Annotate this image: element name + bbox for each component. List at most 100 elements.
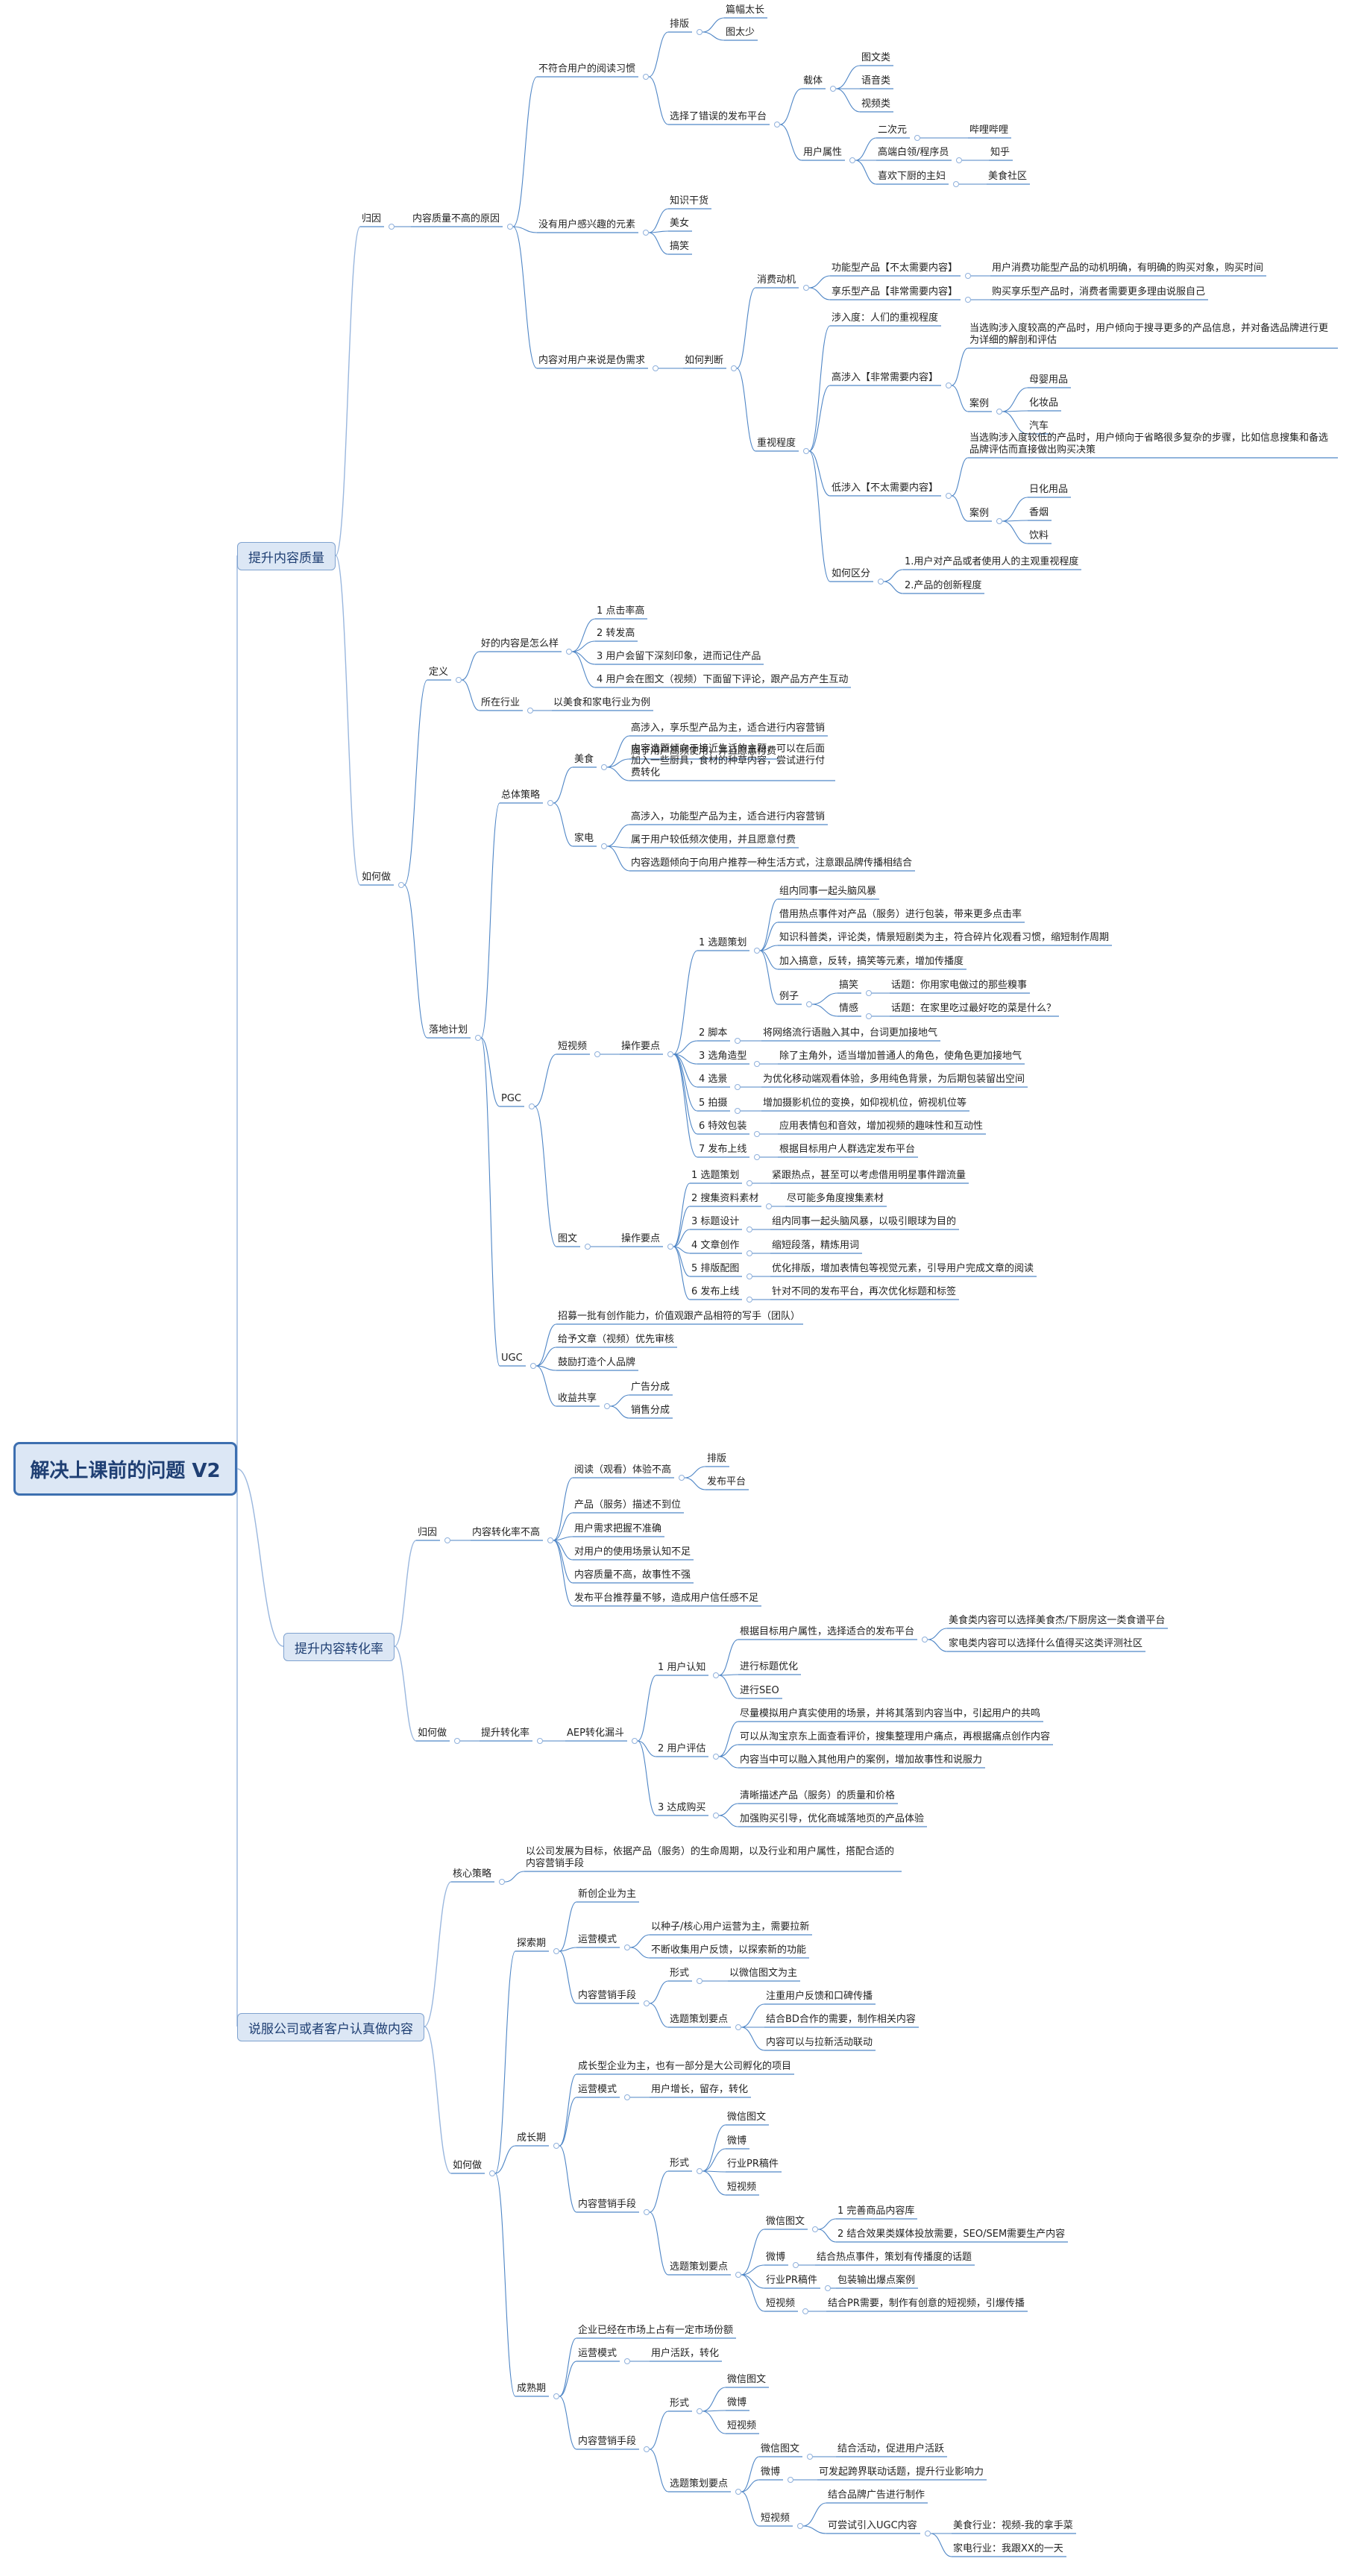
topic-node-level-5[interactable]: 招募一批有创作能力，价值观跟产品相符的写手（团队） xyxy=(558,1311,801,1322)
collapse-toggle-icon[interactable] xyxy=(601,843,607,849)
topic-node-leaf[interactable]: 优化排版，增加表情包等视觉元素，引导用户完成文章的阅读 xyxy=(772,1263,1034,1274)
topic-node-leaf[interactable]: 高涉入【非常需要内容】 xyxy=(832,372,939,383)
topic-node-level-6[interactable]: 结合BD合作的需要，制作相关内容 xyxy=(766,2014,916,2025)
collapse-toggle-icon[interactable] xyxy=(735,1038,741,1044)
topic-node-leaf[interactable]: 低涉入【不太需要内容】 xyxy=(832,482,939,494)
topic-node-level-6[interactable]: 消费动机 xyxy=(757,274,796,286)
collapse-toggle-icon[interactable] xyxy=(697,1978,702,1984)
topic-node-level-6[interactable]: 根据目标用户属性，选择适合的发布平台 xyxy=(740,1626,915,1637)
topic-node-level-2[interactable]: 如何做 xyxy=(418,1728,447,1739)
collapse-toggle-icon[interactable] xyxy=(946,382,952,388)
topic-node-leaf[interactable]: 情感 xyxy=(839,1003,859,1014)
topic-node-leaf[interactable]: 1 选题策划 xyxy=(699,937,747,948)
collapse-toggle-icon[interactable] xyxy=(444,1537,450,1543)
collapse-toggle-icon[interactable] xyxy=(825,2285,831,2291)
collapse-toggle-icon[interactable] xyxy=(754,1061,760,1067)
topic-node-level-4[interactable]: PGC xyxy=(501,1093,521,1104)
collapse-toggle-icon[interactable] xyxy=(807,2454,813,2460)
collapse-toggle-icon[interactable] xyxy=(803,448,809,454)
topic-node-level-3[interactable]: 以公司发展为目标，依据产品（服务）的生命周期，以及行业和用户属性，搭配合适的内容… xyxy=(526,1846,895,1869)
topic-node-leaf[interactable]: 美食类内容可以选择美食杰/下厨房这一类食谱平台 xyxy=(949,1615,1166,1626)
topic-node-leaf[interactable]: 6 发布上线 xyxy=(691,1286,740,1297)
collapse-toggle-icon[interactable] xyxy=(830,86,836,92)
topic-node-level-5[interactable]: 选题策划要点 xyxy=(670,2261,729,2273)
topic-node-leaf[interactable]: 图文类 xyxy=(861,52,891,63)
collapse-toggle-icon[interactable] xyxy=(713,1754,719,1760)
topic-node-leaf[interactable]: 日化用品 xyxy=(1029,484,1069,495)
collapse-toggle-icon[interactable] xyxy=(754,948,760,954)
topic-node-leaf[interactable]: 可尝试引入UGC内容 xyxy=(828,2520,917,2531)
topic-node-leaf[interactable]: 购买享乐型产品时，消费者需要更多理由说服自己 xyxy=(992,286,1206,297)
topic-node-level-6[interactable]: 微信图文 xyxy=(727,2111,767,2123)
topic-node-leaf[interactable]: 可发起跨界联动话题，提升行业影响力 xyxy=(819,2466,984,2478)
main-branch-topic[interactable]: 提升内容质量 xyxy=(237,542,336,570)
collapse-toggle-icon[interactable] xyxy=(774,122,780,127)
topic-node-level-5[interactable]: 美女 xyxy=(670,218,690,229)
collapse-toggle-icon[interactable] xyxy=(653,365,659,371)
topic-node-level-5[interactable]: 鼓励打造个人品牌 xyxy=(558,1357,636,1368)
collapse-toggle-icon[interactable] xyxy=(812,2226,818,2232)
topic-node-level-5[interactable]: 选题策划要点 xyxy=(670,2014,729,2025)
collapse-toggle-icon[interactable] xyxy=(803,285,809,291)
topic-node-level-5[interactable]: 短视频 xyxy=(558,1041,588,1052)
topic-node-leaf[interactable]: 功能型产品【不太需要内容】 xyxy=(832,262,958,274)
topic-node-level-5[interactable]: 以种子/核心用户运营为主，需要拉新 xyxy=(651,1921,810,1933)
collapse-toggle-icon[interactable] xyxy=(746,1273,752,1279)
topic-node-leaf[interactable]: 哔哩哔哩 xyxy=(969,125,1009,136)
collapse-toggle-icon[interactable] xyxy=(566,649,572,655)
topic-node-level-6[interactable]: 属于用户高频使用，并且愿意付费 xyxy=(631,746,777,757)
topic-node-level-5[interactable]: 用户活跃，转化 xyxy=(651,2348,720,2359)
topic-node-level-5[interactable]: 3 用户会留下深刻印象，进而记住产品 xyxy=(597,651,761,662)
collapse-toggle-icon[interactable] xyxy=(922,1637,928,1643)
collapse-toggle-icon[interactable] xyxy=(529,1103,535,1109)
topic-node-leaf[interactable]: 5 排版配图 xyxy=(691,1263,740,1274)
topic-node-level-4[interactable]: 成长型企业为主，也有一部分是大公司孵化的项目 xyxy=(578,2061,792,2072)
topic-node-leaf[interactable]: 增加摄影机位的变换，如仰视机位，俯视机位等 xyxy=(763,1098,967,1109)
topic-node-leaf[interactable]: 例子 xyxy=(779,991,799,1002)
topic-node-level-5[interactable]: 排版 xyxy=(670,19,690,30)
collapse-toggle-icon[interactable] xyxy=(754,1154,760,1160)
topic-node-leaf[interactable]: 化妆品 xyxy=(1029,397,1059,409)
topic-node-leaf[interactable]: 3 标题设计 xyxy=(691,1216,740,1227)
topic-node-level-5[interactable]: 选择了错误的发布平台 xyxy=(670,111,767,122)
collapse-toggle-icon[interactable] xyxy=(746,1250,752,1256)
topic-node-level-6[interactable]: 短视频 xyxy=(766,2298,796,2309)
topic-node-level-6[interactable]: 用户属性 xyxy=(803,147,843,158)
collapse-toggle-icon[interactable] xyxy=(866,1013,872,1019)
topic-node-leaf[interactable]: 案例 xyxy=(969,508,990,519)
collapse-toggle-icon[interactable] xyxy=(632,1738,638,1744)
topic-node-level-6[interactable]: 操作要点 xyxy=(621,1041,661,1052)
collapse-toggle-icon[interactable] xyxy=(735,2272,741,2278)
topic-node-leaf[interactable]: 加入搞意，反转，搞笑等元素，增加传播度 xyxy=(779,956,964,967)
topic-node-leaf[interactable]: 组内同事一起头脑风暴 xyxy=(779,886,877,897)
topic-node-level-6[interactable]: 微博 xyxy=(727,2397,747,2408)
topic-node-level-6[interactable]: 进行标题优化 xyxy=(740,1661,799,1672)
topic-node-leaf[interactable]: 除了主角外，适当增加普通人的角色，使角色更加接地气 xyxy=(779,1051,1022,1062)
topic-node-level-4[interactable]: UGC xyxy=(501,1352,523,1364)
topic-node-leaf[interactable]: 结合品牌广告进行制作 xyxy=(828,2490,925,2501)
topic-node-leaf[interactable]: 话题：你用家电做过的那些糗事 xyxy=(891,980,1028,991)
topic-node-leaf[interactable]: 香烟 xyxy=(1029,507,1049,518)
collapse-toggle-icon[interactable] xyxy=(624,2094,630,2100)
collapse-toggle-icon[interactable] xyxy=(946,493,952,499)
topic-node-level-6[interactable]: 属于用户较低频次使用，并且愿意付费 xyxy=(631,834,796,845)
topic-node-leaf[interactable]: 汽车 xyxy=(1029,421,1049,432)
collapse-toggle-icon[interactable] xyxy=(793,2262,799,2268)
topic-node-level-3[interactable]: 成熟期 xyxy=(517,2383,547,2394)
topic-node-level-6[interactable]: 短视频 xyxy=(761,2513,790,2524)
collapse-toggle-icon[interactable] xyxy=(454,1738,460,1744)
collapse-toggle-icon[interactable] xyxy=(644,2446,650,2452)
topic-node-level-5[interactable]: 4 用户会在图文（视频）下面留下评论，跟产品方产生互动 xyxy=(597,674,849,685)
topic-node-level-6[interactable]: 内容选题倾向于向用户推荐一种生活方式，注意跟品牌传播相结合 xyxy=(631,857,913,869)
topic-node-level-6[interactable]: 图太少 xyxy=(726,27,755,38)
topic-node-level-4[interactable]: 所在行业 xyxy=(481,697,521,708)
topic-node-leaf[interactable]: 语音类 xyxy=(861,75,891,86)
topic-node-level-2[interactable]: 如何做 xyxy=(453,2160,483,2171)
topic-node-level-6[interactable]: 进行SEO xyxy=(740,1685,779,1696)
topic-node-level-5[interactable]: 图文 xyxy=(558,1233,578,1244)
topic-node-leaf[interactable]: 知识科普类，评论类，情景短剧类为主，符合碎片化观看习惯，缩短制作周期 xyxy=(779,932,1110,943)
topic-node-level-4[interactable]: 内容营销手段 xyxy=(578,1990,637,2001)
topic-node-level-6[interactable]: 以微信图文为主 xyxy=(729,1968,798,1979)
topic-node-level-6[interactable]: 行业PR稿件 xyxy=(766,2275,817,2286)
collapse-toggle-icon[interactable] xyxy=(802,2308,808,2314)
